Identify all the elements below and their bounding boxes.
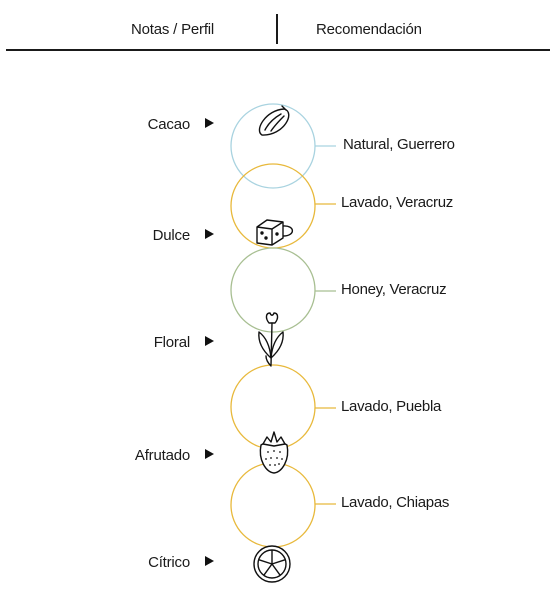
header-divider bbox=[276, 14, 278, 44]
recommendation-label: Lavado, Veracruz bbox=[341, 194, 453, 211]
note-label-citrico: Cítrico bbox=[148, 554, 190, 571]
recommendation-label: Lavado, Chiapas bbox=[341, 494, 450, 511]
notes-profile-column-title: Notas / Perfil bbox=[131, 21, 215, 38]
citrus-slice-icon bbox=[253, 545, 291, 583]
note-label-cacao: Cacao bbox=[147, 116, 191, 133]
arrow-right-icon bbox=[205, 229, 214, 239]
recommendation-label: Lavado, Puebla bbox=[341, 398, 442, 415]
arrow-right-icon bbox=[205, 118, 214, 128]
recommendation-label: Natural, Guerrero bbox=[343, 136, 455, 153]
sugar-cube-icon bbox=[256, 219, 294, 246]
recommendation-column-title: Recomendación bbox=[316, 21, 422, 38]
note-label-dulce: Dulce bbox=[152, 227, 191, 244]
recommendation-circle bbox=[230, 247, 316, 333]
recommendation-label: Honey, Veracruz bbox=[341, 281, 447, 298]
table-header: Notas / Perfil Recomendación bbox=[0, 0, 556, 51]
note-label-afrutado: Afrutado bbox=[134, 447, 190, 464]
arrow-right-icon bbox=[205, 336, 214, 346]
arrow-right-icon bbox=[205, 449, 214, 459]
note-label-floral: Floral bbox=[153, 334, 191, 351]
recommendation-circle bbox=[230, 462, 316, 548]
header-rule bbox=[6, 49, 550, 51]
strawberry-icon bbox=[259, 431, 289, 474]
cacao-pod-icon bbox=[258, 105, 290, 136]
flower-icon bbox=[258, 312, 284, 367]
arrow-right-icon bbox=[205, 556, 214, 566]
